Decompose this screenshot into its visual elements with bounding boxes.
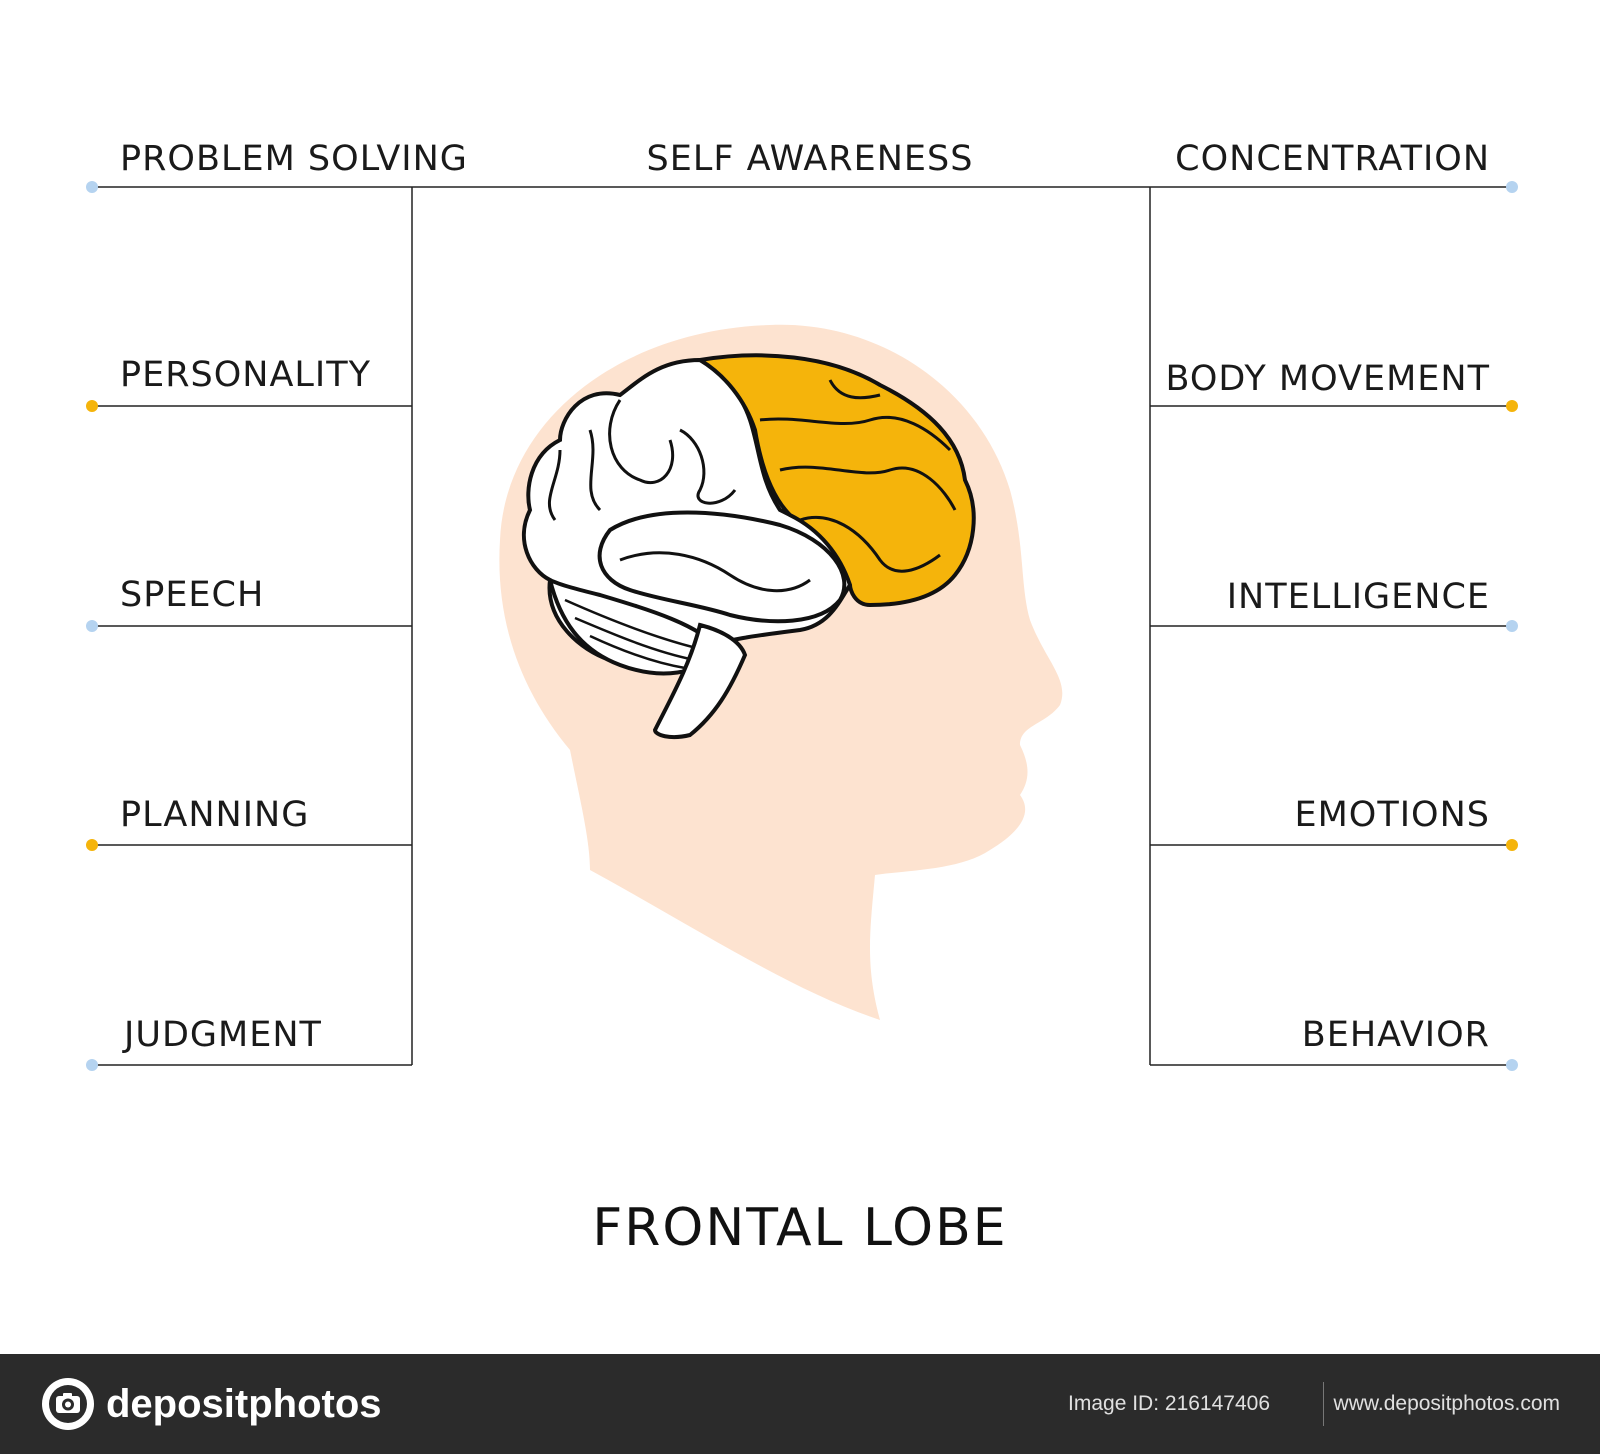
- dot-speech: [86, 620, 98, 632]
- dot-judgment: [86, 1059, 98, 1071]
- label-self-awareness: SELF AWARENESS: [646, 139, 974, 179]
- label-speech: SPEECH: [120, 575, 265, 615]
- label-intelligence: INTELLIGENCE: [1226, 577, 1490, 617]
- end-dots: [86, 181, 1518, 1071]
- dot-concentration: [1506, 181, 1518, 193]
- dot-behavior: [1506, 1059, 1518, 1071]
- label-personality: PERSONALITY: [120, 355, 372, 395]
- footer-bar: depositphotos Image ID: 216147406 www.de…: [0, 1354, 1600, 1454]
- temporal-lobe: [597, 510, 847, 624]
- label-judgment: JUDGMENT: [124, 1015, 322, 1055]
- brand-name: depositphotos: [106, 1381, 382, 1426]
- camera-icon: [42, 1378, 94, 1430]
- image-id-text: Image ID: 216147406: [1068, 1392, 1270, 1415]
- dot-planning: [86, 839, 98, 851]
- frontal-lobe-diagram: PROBLEM SOLVING SELF AWARENESS CONCENTRA…: [86, 139, 1518, 1258]
- label-planning: PLANNING: [120, 795, 310, 835]
- diagram-graphics: [86, 181, 1518, 1071]
- diagram-title: FRONTAL LOBE: [592, 1198, 1008, 1258]
- label-body-movement: BODY MOVEMENT: [1165, 359, 1490, 399]
- brain-stem: [652, 622, 748, 740]
- label-behavior: BEHAVIOR: [1301, 1015, 1490, 1055]
- cerebellum-folia: [564, 598, 706, 670]
- brand-logo[interactable]: depositphotos: [40, 1374, 382, 1434]
- frontal-lobe-highlight: [694, 353, 976, 608]
- dot-personality: [86, 400, 98, 412]
- temporal-fold: [619, 551, 811, 593]
- dot-emotions: [1506, 839, 1518, 851]
- connector-lines: [92, 186, 1512, 1066]
- dot-body-movement: [1506, 400, 1518, 412]
- posterior-gyri: [547, 399, 737, 521]
- label-concentration: CONCENTRATION: [1175, 139, 1490, 179]
- footer-divider: [1323, 1382, 1324, 1426]
- website-link[interactable]: www.depositphotos.com: [1333, 1392, 1560, 1415]
- dot-problem-solving: [86, 181, 98, 193]
- label-emotions: EMOTIONS: [1294, 795, 1490, 835]
- label-problem-solving: PROBLEM SOLVING: [120, 139, 468, 179]
- dot-intelligence: [1506, 620, 1518, 632]
